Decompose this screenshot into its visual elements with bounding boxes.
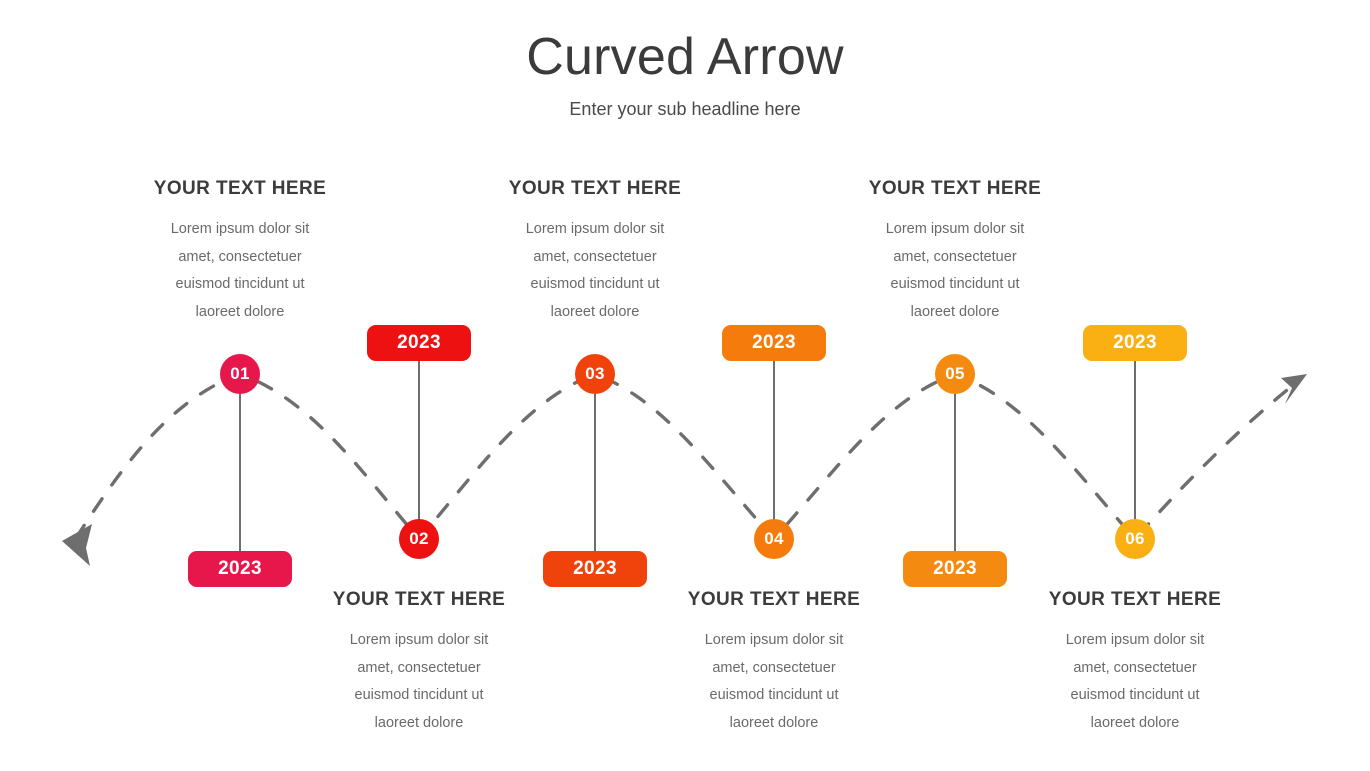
- page-subtitle: Enter your sub headline here: [569, 99, 801, 119]
- step-heading-02: YOUR TEXT HERE: [332, 589, 506, 610]
- step-heading-05: YOUR TEXT HERE: [868, 178, 1042, 199]
- connector-stem: [418, 361, 420, 539]
- connector-stem: [594, 394, 596, 551]
- year-badge-05[interactable]: 2023: [903, 551, 1007, 587]
- year-badge-03[interactable]: 2023: [543, 551, 647, 587]
- year-badge-02[interactable]: 2023: [367, 325, 471, 361]
- year-badge-06[interactable]: 2023: [1083, 325, 1187, 361]
- step-marker-04[interactable]: 04: [754, 519, 794, 559]
- step-marker-01[interactable]: 01: [220, 354, 260, 394]
- step-marker-06[interactable]: 06: [1115, 519, 1155, 559]
- arrowhead-right-icon: [1281, 374, 1307, 404]
- step-marker-03[interactable]: 03: [575, 354, 615, 394]
- connector-stem: [954, 394, 956, 551]
- connector-stem: [239, 394, 241, 551]
- step-marker-02[interactable]: 02: [399, 519, 439, 559]
- step-heading-04: YOUR TEXT HERE: [687, 589, 861, 610]
- year-badge-04[interactable]: 2023: [722, 325, 826, 361]
- year-badge-01[interactable]: 2023: [188, 551, 292, 587]
- step-marker-05[interactable]: 05: [935, 354, 975, 394]
- page-title: Curved Arrow: [526, 28, 844, 86]
- step-heading-01: YOUR TEXT HERE: [153, 178, 327, 199]
- connector-stem: [1134, 361, 1136, 539]
- step-heading-03: YOUR TEXT HERE: [508, 178, 682, 199]
- connector-stem: [773, 361, 775, 539]
- step-heading-06: YOUR TEXT HERE: [1048, 589, 1222, 610]
- dashed-wave: [74, 372, 1294, 542]
- arrowhead-left-icon: [62, 524, 92, 566]
